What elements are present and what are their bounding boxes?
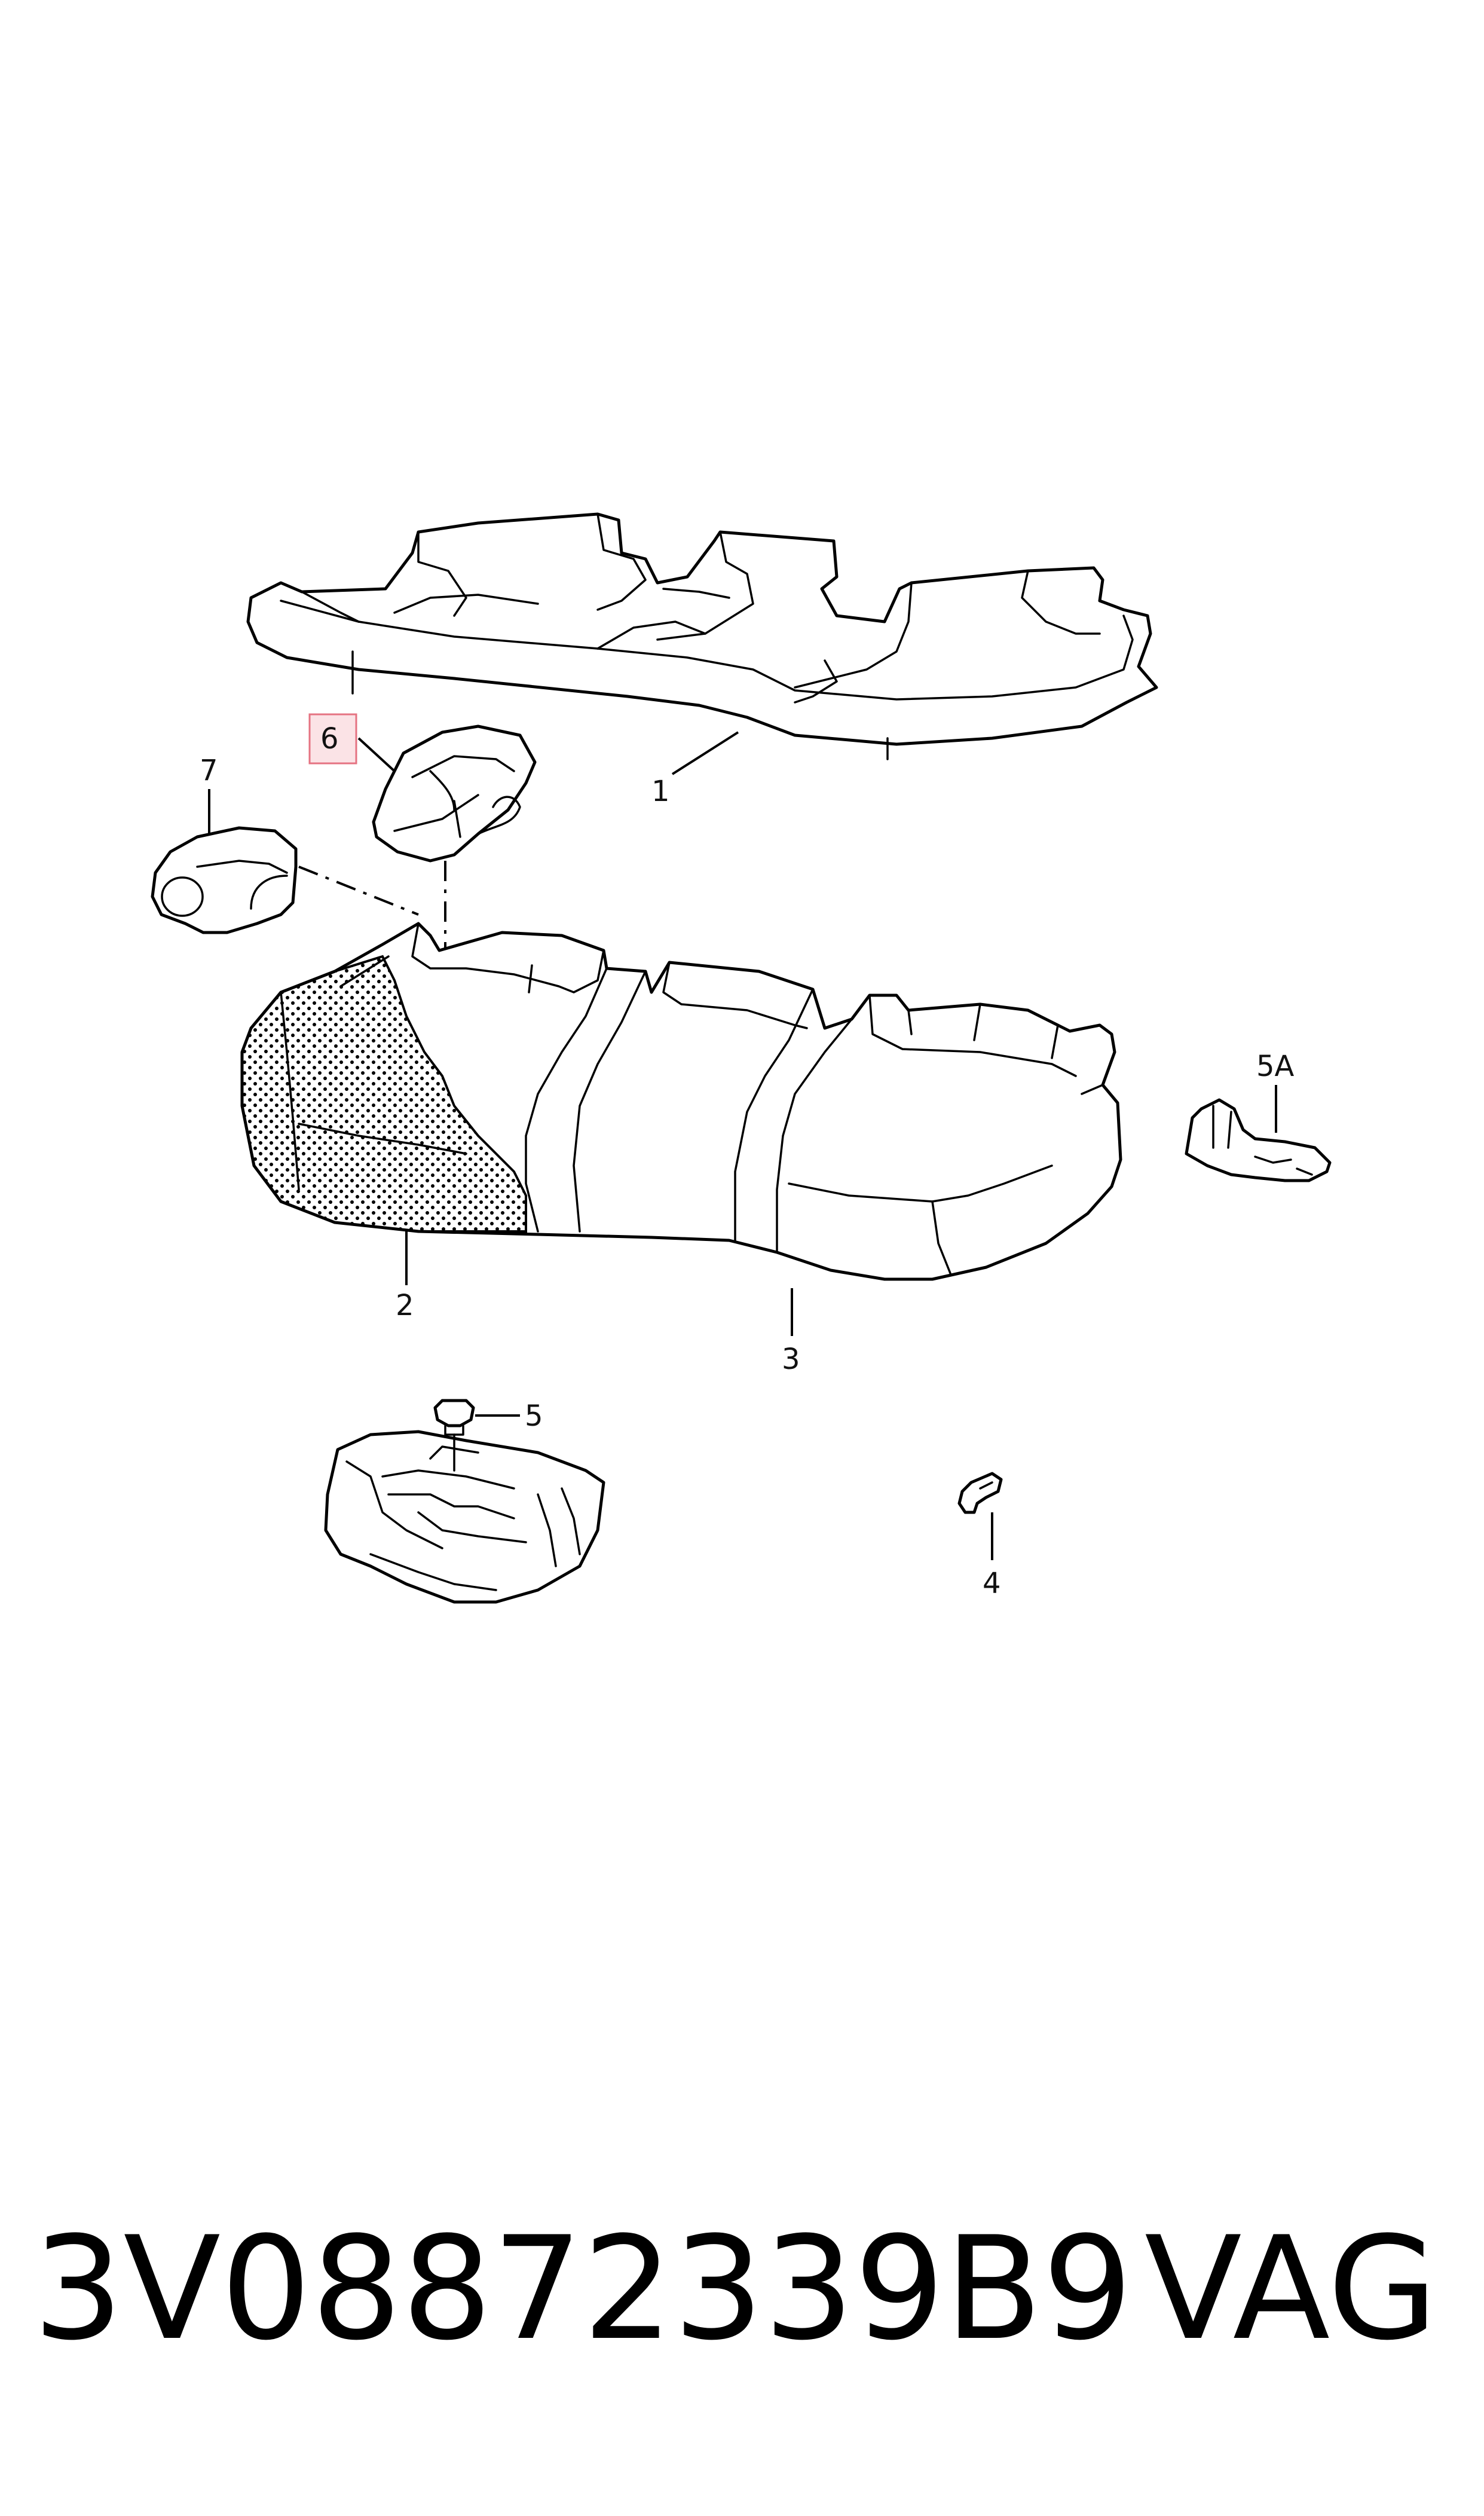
part-1-seat-frame [246,512,1158,760]
footer: 3V08872339B9 VAG [33,2212,1455,2367]
part-7-side-trim [151,826,298,934]
part-4-hook [957,1472,1003,1514]
callout-3[interactable]: 3 [782,1343,800,1376]
part-2-side-padding [241,955,527,1233]
part-number: 3V08872339B9 [33,2206,1133,2372]
leader-1 [671,731,739,775]
part-5-clip [433,1399,475,1436]
callout-5[interactable]: 5 [525,1399,543,1433]
callout-6[interactable]: 6 [320,722,339,756]
callout-2[interactable]: 2 [396,1289,414,1322]
connector-7-line [298,866,419,916]
callout-7[interactable]: 7 [200,754,218,787]
vendor-name: VAG [1145,2206,1438,2372]
part-5a-clip [1185,1098,1332,1182]
bracket-part [324,1430,605,1604]
callout-5a[interactable]: 5A [1256,1050,1295,1083]
callout-6-highlight [308,713,357,765]
leader-6 [357,737,396,772]
callout-4[interactable]: 4 [983,1567,1001,1600]
callout-1[interactable]: 1 [651,775,670,808]
part-6-cover [372,724,537,863]
